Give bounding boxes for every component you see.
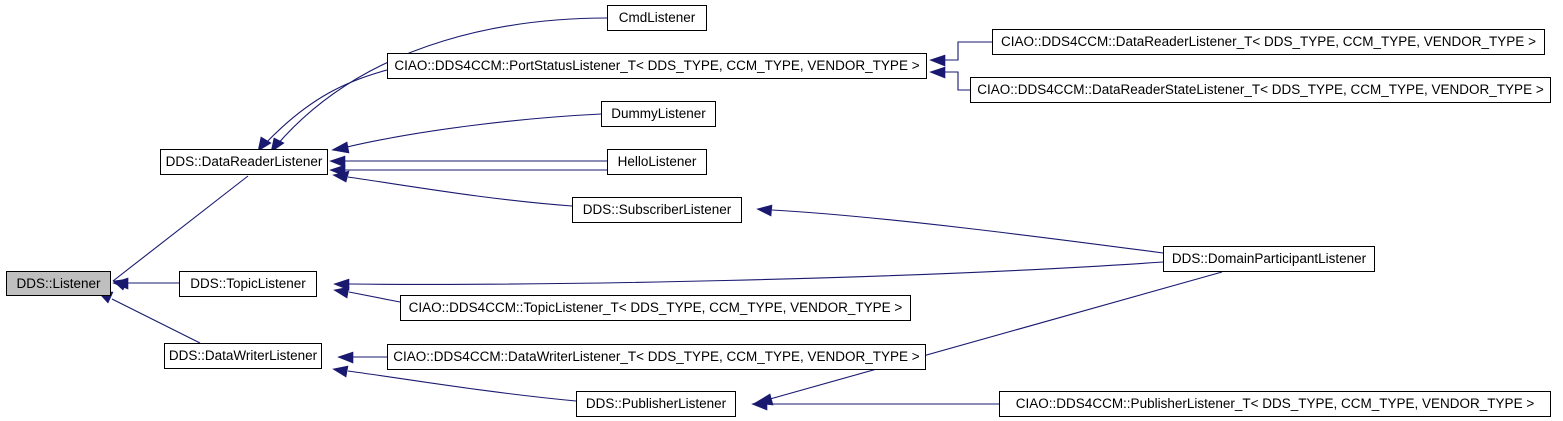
edge-hellolistener-to-datareaderlistener [329,155,607,168]
arrowhead-icon [929,66,946,79]
node-domainparticipantlistener[interactable]: DDS::DomainParticipantListener [1163,246,1375,272]
edge-hellolistener-to-datareaderlistener [329,164,607,177]
arrowhead-icon [929,54,946,67]
edge-topiclistener-to-listener [112,277,179,290]
node-listener[interactable]: DDS::Listener [6,271,111,296]
node-label: DDS::SubscriberListener [582,202,732,218]
node-publisherlistener[interactable]: DDS::PublisherListener [576,391,736,417]
arrowhead-icon [331,141,350,154]
node-label: DummyListener [611,106,706,122]
edge-path [111,298,201,344]
edge-domainparticipantlistener-to-subscriberlistener [756,204,1164,254]
edge-datareaderlistener_t-to-portstatuslistener_t [929,41,992,67]
arrowhead-icon [337,351,354,364]
arrowhead-icon [112,277,129,290]
arrowhead-icon [333,278,350,291]
node-subscriberlistener[interactable]: DDS::SubscriberListener [572,197,742,223]
edge-publisherlistener-to-datawriterlistener [332,365,577,402]
edge-subscriberlistener-to-datareaderlistener [332,170,573,207]
arrowhead-icon [754,393,774,406]
edge-path [769,271,1223,400]
edge-datawriterlistener_t-to-datawriterlistener [337,351,387,364]
arrowhead-icon [756,204,773,217]
node-datareaderlistener[interactable]: DDS::DataReaderListener [160,149,328,175]
edge-path [262,69,388,147]
edge-path [346,113,602,148]
arrowhead-icon [257,136,272,152]
arrowhead-icon [333,286,350,299]
node-cmdlistener[interactable]: CmdListener [607,5,707,31]
edge-path [771,209,1164,254]
edge-dummylistener-to-datareaderlistener [331,113,602,154]
node-datareaderstatelistener_t[interactable]: CIAO::DDS4CCM::DataReaderStateListener_T… [970,77,1551,103]
edge-path [348,291,401,303]
node-label: DDS::DomainParticipantListener [1171,251,1367,267]
edge-path [275,17,608,147]
node-hellolistener[interactable]: HelloListener [607,149,707,175]
node-label: DDS::PublisherListener [585,396,727,412]
node-label: CIAO::DDS4CCM::DataWriterListener_T< DDS… [393,349,920,365]
edge-path [944,71,970,91]
arrowhead-icon [332,365,349,378]
node-label: CIAO::DDS4CCM::PortStatusListener_T< DDS… [394,58,920,74]
arrowhead-icon [332,170,350,183]
edge-datareaderstatelistener_t-to-portstatuslistener_t [929,66,970,91]
edge-portstatuslistener_t-to-datareaderlistener [257,69,388,152]
arrowhead-icon [270,137,285,153]
node-publisherlistener_t[interactable]: CIAO::DDS4CCM::PublisherListener_T< DDS_… [999,391,1551,417]
edge-path [347,176,573,207]
node-datawriterlistener_t[interactable]: CIAO::DDS4CCM::DataWriterListener_T< DDS… [387,344,926,370]
node-label: DDS::Listener [16,275,101,291]
node-label: HelloListener [617,154,697,170]
edge-cmdlistener-to-datareaderlistener [270,17,608,153]
node-label: DDS::TopicListener [190,276,306,292]
node-label: DDS::DataReaderListener [165,154,323,170]
node-datawriterlistener[interactable]: DDS::DataWriterListener [164,343,322,369]
node-label: DDS::DataWriterListener [168,348,318,364]
edges-group [97,17,1223,411]
node-label: CIAO::DDS4CCM::DataReaderStateListener_T… [977,82,1544,98]
node-label: CIAO::DDS4CCM::PublisherListener_T< DDS_… [1015,396,1535,412]
arrowhead-icon [329,155,346,168]
node-topiclistener[interactable]: DDS::TopicListener [179,271,317,297]
node-label: CmdListener [618,10,696,26]
node-datareaderlistener_t[interactable]: CIAO::DDS4CCM::DataReaderListener_T< DDS… [992,29,1545,55]
edge-path [112,175,249,282]
edge-datawriterlistener-to-listener [97,291,201,344]
node-label: CIAO::DDS4CCM::TopicListener_T< DDS_TYPE… [408,300,903,316]
edge-publisherlistener_t-to-publisherlistener [751,398,999,411]
node-dummylistener[interactable]: DummyListener [601,101,716,127]
edge-domainparticipantlistener-to-topiclistener [333,261,1164,291]
edge-path [348,261,1164,285]
edge-topiclistener_t-to-topiclistener [333,286,401,303]
node-portstatuslistener_t[interactable]: CIAO::DDS4CCM::PortStatusListener_T< DDS… [387,53,927,79]
edge-domainparticipantlistener-to-publisherlistener [754,271,1223,406]
edge-path [944,41,992,61]
edge-path [347,370,577,402]
node-topiclistener_t[interactable]: CIAO::DDS4CCM::TopicListener_T< DDS_TYPE… [400,295,911,321]
node-label: CIAO::DDS4CCM::DataReaderListener_T< DDS… [1001,34,1536,50]
